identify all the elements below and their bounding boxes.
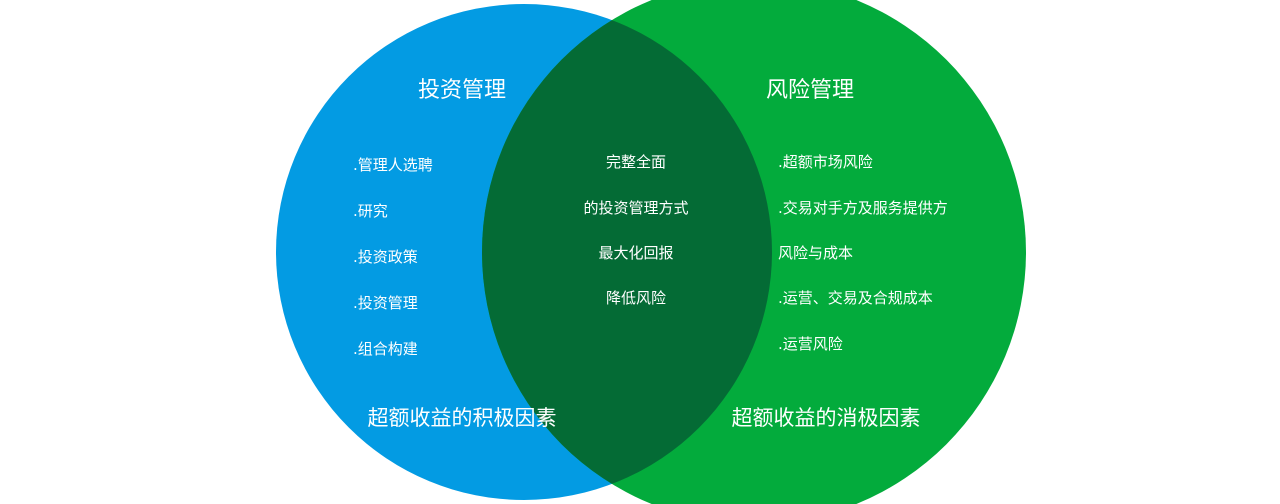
right-item-operational-risk: .运营风险: [778, 335, 843, 353]
center-item-comprehensive: 完整全面: [605, 153, 667, 171]
right-title: 风险管理: [765, 78, 855, 103]
left-item-manager-selection: .管理人选聘: [353, 156, 433, 174]
center-item-maximize-return: 最大化回报: [598, 244, 674, 262]
left-item-research: .研究: [353, 202, 388, 220]
center-item-reduce-risk: 降低风险: [605, 289, 667, 307]
center-item-approach: 的投资管理方式: [583, 199, 689, 217]
left-item-portfolio-construction: .组合构建: [353, 340, 418, 358]
left-item-investment-management: .投资管理: [353, 294, 418, 312]
left-footer: 超额收益的积极因素: [367, 406, 557, 430]
right-item-operations-cost: .运营、交易及合规成本: [778, 289, 933, 307]
right-footer: 超额收益的消极因素: [731, 406, 921, 430]
right-item-counterparty: .交易对手方及服务提供方: [778, 199, 948, 217]
right-item-risk-and-cost: 风险与成本: [778, 244, 854, 262]
right-item-market-risk: .超额市场风险: [778, 153, 873, 171]
overlap-region: [482, 4, 772, 500]
left-item-investment-policy: .投资政策: [353, 248, 418, 266]
left-title: 投资管理: [417, 78, 507, 103]
